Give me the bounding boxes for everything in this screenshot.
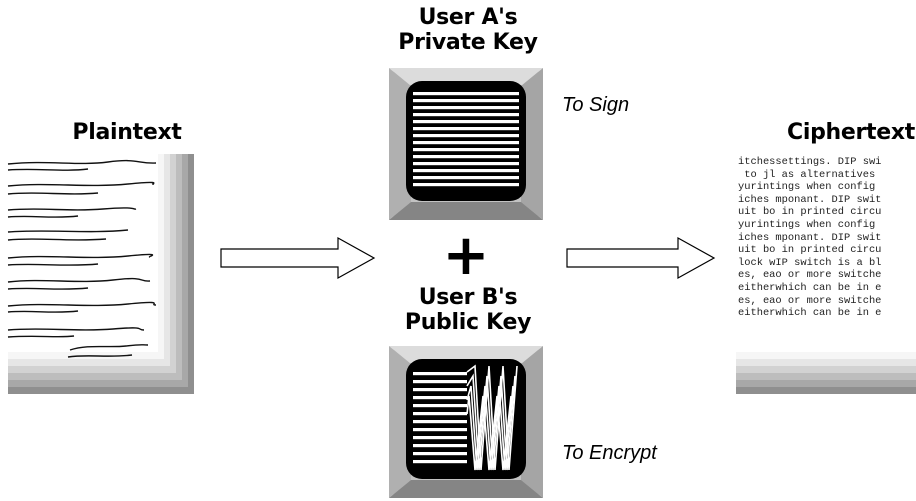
ciphertext-line: eitherwhich can be in e	[738, 307, 882, 320]
private-key-label: User A's Private Key	[370, 5, 566, 55]
ciphertext-line: es, eao or more switche	[738, 294, 882, 307]
ciphertext-line: eitherwhich can be in e	[738, 281, 882, 294]
public-key-label-line2: Public Key	[404, 309, 532, 335]
private-key-label-line1: User A's	[418, 5, 518, 30]
ciphertext-text: itchessettings. DIP swi to jl as alterna…	[736, 154, 914, 372]
public-key-label: User B's Public Key	[370, 285, 566, 335]
ciphertext-line: iches mponant. DIP swit	[738, 231, 882, 244]
ciphertext-line: es, eao or more switche	[738, 269, 882, 282]
ciphertext-line: iches mponant. DIP swit	[738, 193, 882, 206]
to-encrypt-label: To Encrypt	[562, 442, 657, 464]
arrow-left-icon	[220, 236, 376, 280]
to-sign-label: To Sign	[562, 94, 630, 116]
ciphertext-line: uit bo in printed circu	[738, 206, 882, 219]
ciphertext-line: yurintings when config	[738, 218, 876, 231]
ciphertext-line: yurintings when config	[738, 181, 876, 194]
plaintext-label: Plaintext	[72, 120, 182, 145]
public-key-icon	[389, 346, 543, 498]
ciphertext-line: uit bo in printed circu	[738, 244, 882, 257]
private-key-label-line2: Private Key	[398, 29, 538, 55]
ciphertext-line: itchessettings. DIP swi	[738, 156, 882, 168]
ciphertext-line: to jl as alternatives	[738, 168, 876, 181]
private-key-icon	[389, 68, 543, 220]
ciphertext-line: lock wIP switch is a bl	[738, 256, 882, 269]
arrow-right-icon	[566, 236, 716, 280]
plus-symbol: +	[442, 223, 490, 288]
ciphertext-label: Ciphertext	[786, 120, 915, 145]
ciphertext-document: itchessettings. DIP swi to jl as alterna…	[736, 154, 916, 394]
public-key-label-line1: User B's	[418, 285, 518, 310]
plaintext-document	[7, 154, 194, 394]
ciphertext-paper-icon	[736, 154, 916, 394]
